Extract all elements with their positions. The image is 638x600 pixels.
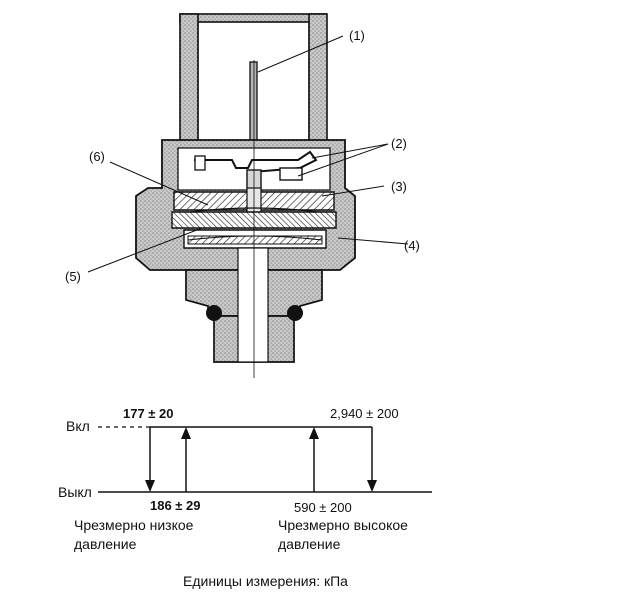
callout-leaders <box>87 35 409 273</box>
callout-5: (5) <box>65 269 81 284</box>
low-pressure-caption-2: давление <box>74 536 137 552</box>
o-ring-right <box>287 305 303 321</box>
contact-spring <box>194 150 318 173</box>
callout-6: (6) <box>89 149 105 164</box>
low-off-value: 186 ± 29 <box>150 498 201 513</box>
high-off-value: 590 ± 200 <box>294 500 352 515</box>
connector-housing <box>179 13 328 143</box>
low-switch-off-arrow <box>145 480 155 492</box>
off-label: Выкл <box>58 484 92 500</box>
switch-cross-section <box>135 13 356 378</box>
low-pressure-caption-1: Чрезмерно низкое <box>74 517 194 533</box>
low-switch-on-arrow <box>181 427 191 439</box>
high-switch-on-arrow <box>309 427 319 439</box>
high-pressure-caption-1: Чрезмерно высокое <box>278 517 408 533</box>
callout-4: (4) <box>404 238 420 253</box>
low-on-value: 177 ± 20 <box>123 406 174 421</box>
callout-2: (2) <box>391 136 407 151</box>
callout-1: (1) <box>349 28 365 43</box>
on-label: Вкл <box>66 418 90 434</box>
high-on-value: 2,940 ± 200 <box>330 406 399 421</box>
high-switch-off-arrow <box>367 480 377 492</box>
units-note: Единицы измерения: кПа <box>183 573 348 589</box>
callouts: (1) (2) (3) (4) (5) (6) <box>65 28 420 284</box>
contact-block <box>279 167 303 181</box>
pressure-port <box>237 247 269 363</box>
callout-3: (3) <box>391 179 407 194</box>
switching-graph: Вкл Выкл 177 ± 20 186 ± 29 2,940 ± 200 5… <box>58 406 432 589</box>
o-ring-left <box>206 305 222 321</box>
high-pressure-caption-2: давление <box>278 536 341 552</box>
